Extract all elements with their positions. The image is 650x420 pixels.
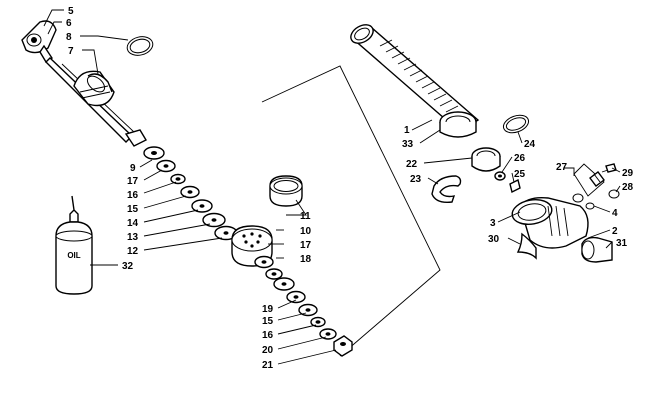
label-28: 28 bbox=[622, 182, 634, 193]
label-23: 23 bbox=[410, 174, 422, 185]
label-6: 6 bbox=[66, 18, 72, 29]
label-20: 20 bbox=[262, 345, 274, 356]
label-16b: 16 bbox=[262, 330, 274, 341]
label-19: 19 bbox=[262, 304, 274, 315]
label-33: 33 bbox=[402, 139, 414, 150]
shock-body bbox=[350, 24, 620, 263]
label-17: 17 bbox=[127, 176, 139, 187]
label-30: 30 bbox=[488, 234, 500, 245]
label-10: 10 bbox=[300, 226, 312, 237]
label-22: 22 bbox=[406, 159, 418, 170]
label-25: 25 bbox=[514, 169, 526, 180]
washer-stack bbox=[143, 146, 238, 241]
small-ring-26 bbox=[494, 171, 506, 181]
piston-assembly bbox=[231, 175, 353, 357]
shaft-assembly bbox=[21, 20, 238, 241]
label-17b: 17 bbox=[300, 240, 312, 251]
label-29: 29 bbox=[622, 168, 634, 179]
label-1: 1 bbox=[404, 125, 410, 136]
threaded-body-part bbox=[350, 24, 480, 133]
eyelet-part bbox=[21, 20, 57, 63]
o-ring-28 bbox=[608, 189, 620, 199]
seal-part bbox=[471, 147, 501, 172]
part-labels: 5 6 8 7 9 17 16 15 14 13 12 32 11 10 17 … bbox=[66, 6, 634, 371]
label-24: 24 bbox=[524, 139, 536, 150]
label-21: 21 bbox=[262, 360, 274, 371]
label-15b: 15 bbox=[262, 316, 274, 327]
collar-part bbox=[439, 111, 477, 138]
spacer-31 bbox=[581, 236, 613, 263]
assembly-outline bbox=[261, 65, 441, 357]
label-7: 7 bbox=[68, 46, 74, 57]
label-12: 12 bbox=[127, 246, 139, 257]
label-4: 4 bbox=[612, 208, 618, 219]
label-18: 18 bbox=[300, 254, 312, 265]
label-3: 3 bbox=[490, 218, 496, 229]
label-14: 14 bbox=[127, 218, 139, 229]
reservoir-part bbox=[511, 193, 589, 249]
bushing-30 bbox=[516, 232, 537, 260]
label-31: 31 bbox=[616, 238, 628, 249]
label-27: 27 bbox=[556, 162, 568, 173]
nut-part bbox=[333, 335, 353, 357]
piston-ring-part bbox=[269, 175, 303, 207]
label-13: 13 bbox=[127, 232, 139, 243]
label-16: 16 bbox=[127, 190, 139, 201]
oil-bottle-label: OIL bbox=[67, 251, 80, 260]
label-2: 2 bbox=[612, 226, 618, 237]
circlip-part bbox=[431, 175, 462, 204]
label-11: 11 bbox=[300, 211, 311, 222]
ring-4 bbox=[585, 202, 595, 210]
oil-bottle: OIL bbox=[55, 195, 93, 295]
label-15: 15 bbox=[127, 204, 139, 215]
leader-lines bbox=[43, 9, 621, 365]
valve-part-25 bbox=[509, 178, 521, 194]
bumper-part bbox=[73, 70, 115, 107]
label-32: 32 bbox=[122, 261, 134, 272]
valve-group bbox=[573, 163, 620, 210]
label-8: 8 bbox=[66, 32, 72, 43]
label-5: 5 bbox=[68, 6, 74, 17]
label-9: 9 bbox=[130, 163, 136, 174]
label-26: 26 bbox=[514, 153, 526, 164]
